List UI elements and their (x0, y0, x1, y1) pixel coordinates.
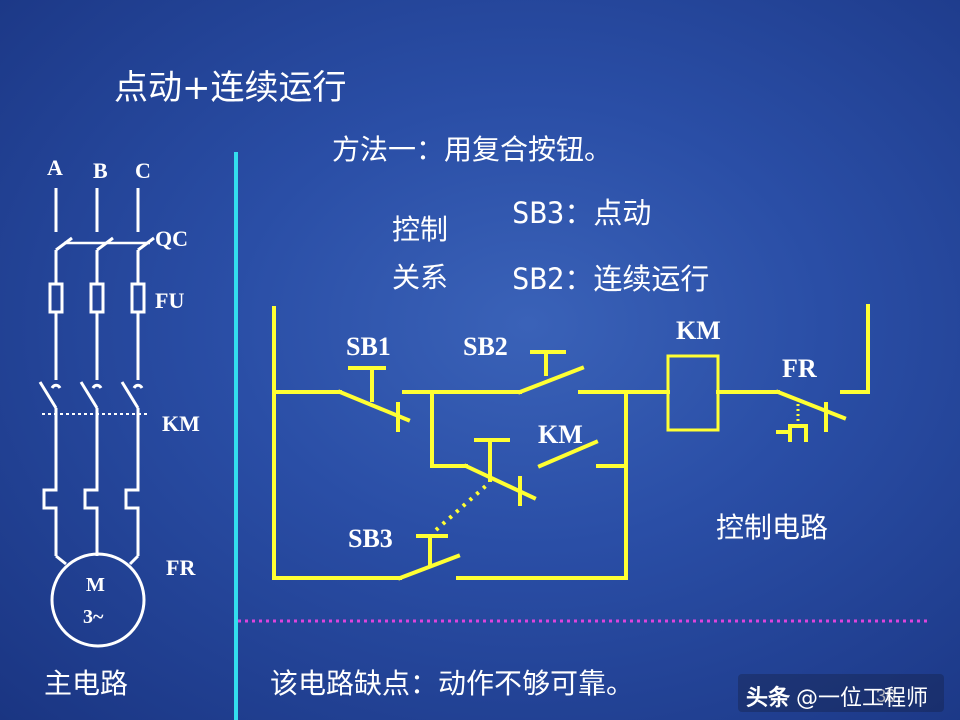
sb3-dotted-link (434, 482, 490, 532)
watermark: 头条 @一位工程师 (738, 674, 944, 712)
control-relation-line1: 控制 (392, 213, 449, 246)
phase-c-label: C (135, 158, 151, 183)
sb2-label: SB2 (463, 332, 508, 361)
sb3-description: SB3：点动 (512, 196, 652, 230)
page-title: 点动+连续运行 (114, 68, 347, 108)
km-contact-label: KM (538, 420, 583, 449)
method-text: 方法一：用复合按钮。 (332, 133, 613, 166)
main-circuit-label: 主电路 (44, 667, 129, 700)
drawback-text: 该电路缺点：动作不够可靠。 (270, 667, 635, 700)
motor-label-phase: 3~ (83, 606, 104, 628)
km-coil-label: KM (676, 316, 721, 345)
watermark-account: @一位工程师 (796, 686, 929, 711)
control-relation-line2: 关系 (392, 261, 449, 294)
phase-b-label: B (93, 158, 108, 183)
km-main-label: KM (162, 411, 200, 436)
fu-label: FU (155, 288, 185, 313)
control-circuit (272, 304, 870, 581)
sb2-description: SB2：连续运行 (512, 262, 710, 296)
sb1-label: SB1 (346, 332, 391, 361)
fr-control-label: FR (782, 354, 817, 383)
watermark-brand: 头条 (746, 686, 791, 711)
main-circuit (38, 188, 155, 648)
fr-main-label: FR (166, 555, 196, 580)
qc-label: QC (155, 226, 188, 251)
control-circuit-label: 控制电路 (716, 511, 829, 544)
sb3-label: SB3 (348, 524, 393, 553)
motor-label-m: M (86, 574, 105, 596)
page-number: 30 (876, 686, 897, 706)
phase-a-label: A (47, 155, 63, 180)
